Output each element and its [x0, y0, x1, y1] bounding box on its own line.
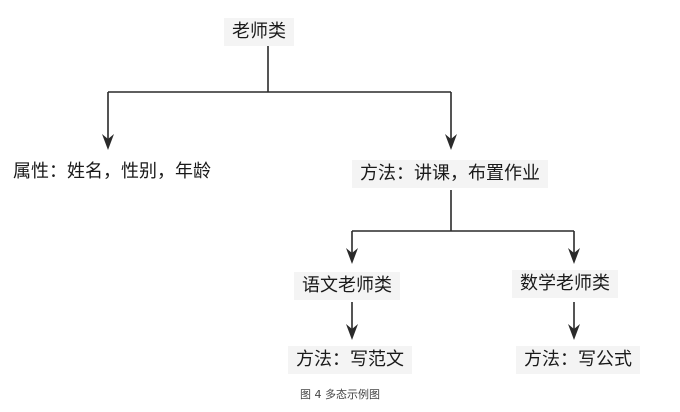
- methods-arrowhead: [445, 134, 457, 150]
- math-method-arrowhead: [568, 324, 580, 340]
- math-arrowhead: [568, 248, 580, 264]
- attr-arrowhead: [102, 134, 114, 150]
- math-teacher-node: 数学老师类: [512, 270, 618, 298]
- root-node: 老师类: [224, 18, 294, 46]
- chinese-method-node: 方法：写范文: [288, 346, 412, 374]
- methods-node: 方法：讲课，布置作业: [352, 160, 548, 188]
- chinese-method-arrowhead: [346, 324, 358, 340]
- chinese-teacher-node: 语文老师类: [294, 272, 400, 300]
- figure-caption: 图 4 多态示例图: [300, 388, 380, 401]
- math-method-node: 方法：写公式: [516, 346, 640, 374]
- chinese-arrowhead: [346, 248, 358, 264]
- attributes-node: 属性：姓名，性别，年龄: [13, 161, 211, 182]
